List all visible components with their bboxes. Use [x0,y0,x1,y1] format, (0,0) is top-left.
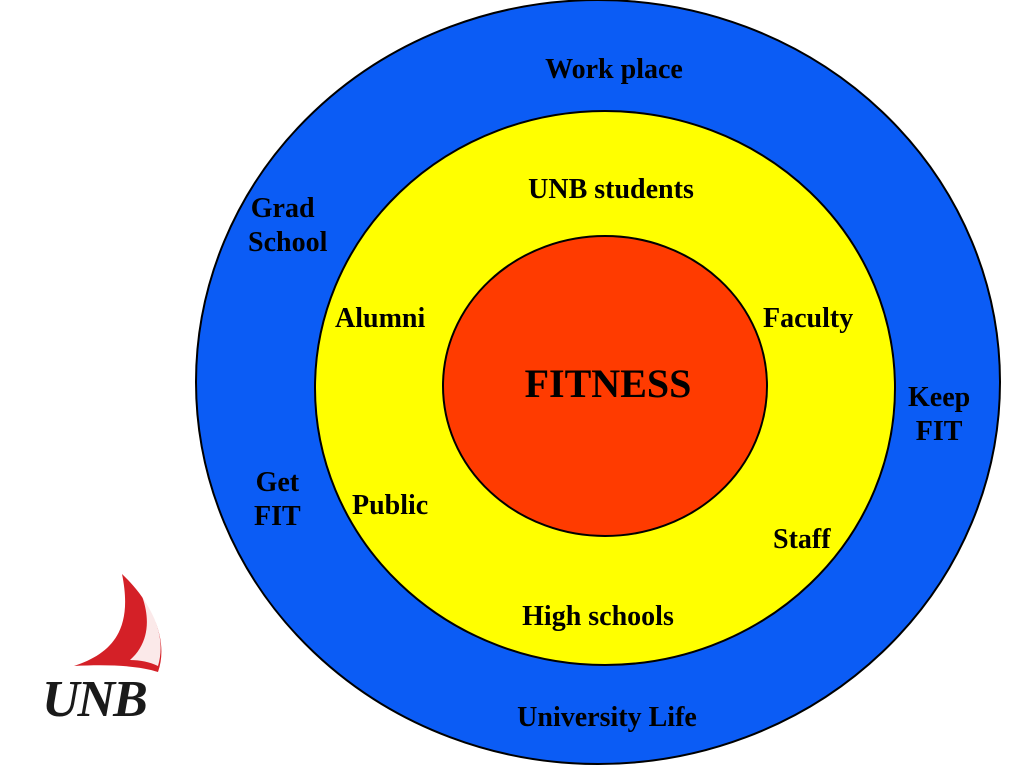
middle-label-bottom: High schools [522,601,674,632]
middle-label-left: Alumni [335,303,426,334]
outer-label-grad-school-line1: Grad [250,193,315,224]
outer-label-grad-school: Grad School [248,192,327,259]
outer-label-bottom: University Life [517,702,697,733]
middle-label-right: Faculty [763,303,854,334]
center-circle [442,235,768,537]
outer-label-get-fit: Get FIT [254,466,301,533]
outer-label-get-fit-line2: FIT [254,500,301,532]
center-label: FITNESS [524,361,692,406]
outer-label-keep-fit-line1: Keep [908,382,971,413]
middle-label-lower-left: Public [352,490,429,521]
outer-label-grad-school-line2: School [248,226,328,258]
middle-label-top: UNB students [528,174,694,205]
outer-label-top: Work place [545,54,683,85]
outer-label-keep-fit: Keep FIT [908,381,970,448]
outer-label-get-fit-line1: Get [255,467,300,498]
sail-logo-icon [74,574,162,672]
middle-label-lower-right: Staff [773,524,831,555]
unb-logo-text: UNB [42,671,148,728]
outer-label-keep-fit-line2: FIT [915,415,963,447]
